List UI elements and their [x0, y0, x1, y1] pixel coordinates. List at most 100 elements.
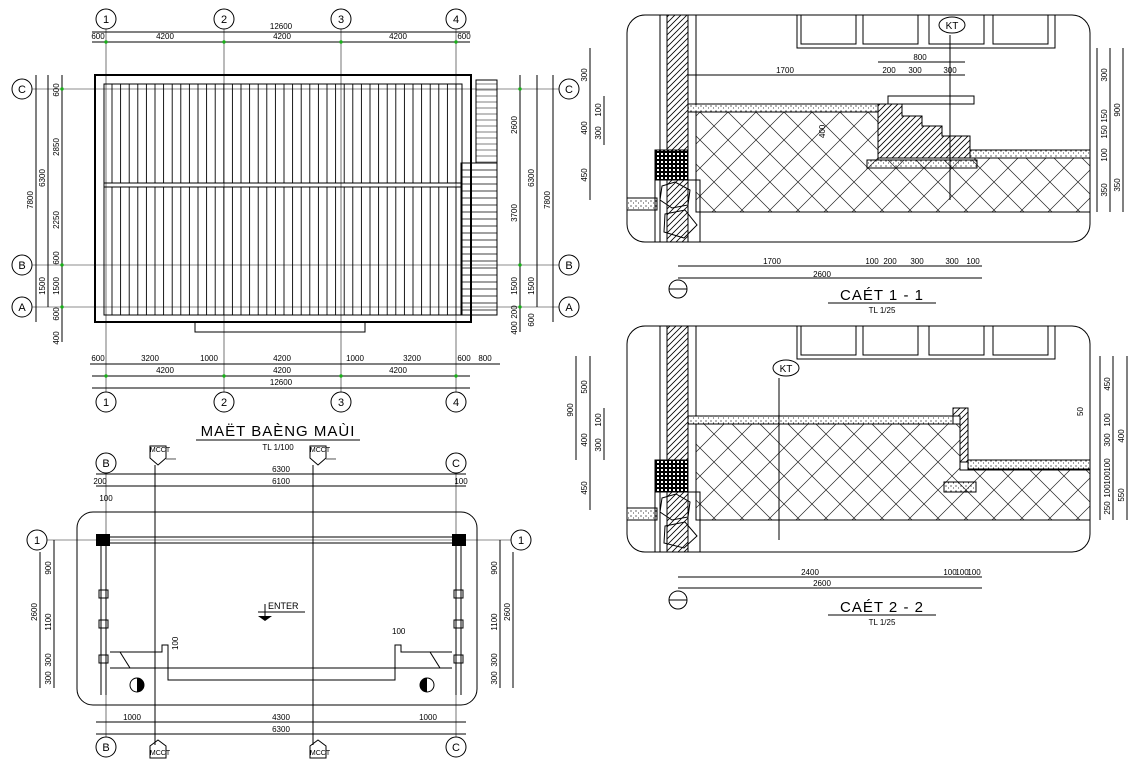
svg-text:1: 1: [103, 14, 109, 26]
svg-text:100: 100: [966, 257, 980, 266]
svg-text:12600: 12600: [270, 378, 293, 387]
svg-text:MCCT: MCCT: [310, 750, 331, 757]
svg-text:A: A: [565, 302, 573, 314]
svg-text:450: 450: [580, 168, 589, 182]
svg-text:2400: 2400: [801, 568, 819, 577]
svg-text:2250: 2250: [52, 211, 61, 229]
grid-bubble-A-right: A: [558, 296, 580, 318]
svg-text:300: 300: [44, 671, 53, 685]
svg-text:2600: 2600: [813, 579, 831, 588]
svg-text:200: 200: [882, 66, 896, 75]
svg-text:900: 900: [44, 561, 53, 575]
roof-gutter: [194, 322, 366, 333]
svg-text:600: 600: [52, 307, 61, 321]
detail-top-dimensions: 6300 6100 200 100 100: [93, 465, 468, 503]
plan-scale: TL 1/100: [262, 443, 294, 452]
svg-text:150: 150: [1100, 125, 1109, 139]
grid-bubble-4-bottom: 4: [445, 391, 467, 413]
section2-scale: TL 1/25: [869, 618, 896, 627]
svg-text:100: 100: [99, 494, 113, 503]
svg-text:6300: 6300: [272, 725, 290, 734]
svg-text:4: 4: [453, 14, 459, 26]
svg-text:450: 450: [1103, 377, 1112, 391]
svg-text:50: 50: [1076, 407, 1085, 416]
section-2-2: KT 50 900 500 100 300 400 450 450 100 30…: [566, 325, 1128, 627]
svg-text:600: 600: [527, 313, 536, 327]
svg-text:MCCT: MCCT: [310, 447, 331, 454]
section1-bottom-dimensions: 1700 100 200 300 300 100 2600: [678, 257, 982, 279]
svg-text:300: 300: [490, 653, 499, 667]
svg-text:600: 600: [52, 83, 61, 97]
grid-bubble-C-left: C: [11, 78, 33, 100]
svg-text:2600: 2600: [813, 270, 831, 279]
svg-text:4200: 4200: [273, 32, 291, 41]
section2-fill: [695, 423, 1091, 521]
svg-text:600: 600: [457, 32, 471, 41]
svg-text:2: 2: [221, 397, 227, 409]
column-right: [452, 534, 466, 546]
grid-bubble-C-right: C: [558, 78, 580, 100]
svg-text:400: 400: [52, 331, 61, 345]
grid-bubble-B-left: B: [11, 254, 33, 276]
svg-text:6300: 6300: [272, 465, 290, 474]
svg-text:100: 100: [967, 568, 981, 577]
svg-text:300: 300: [908, 66, 922, 75]
section1-rubble: [654, 179, 701, 243]
svg-text:100: 100: [1103, 413, 1112, 427]
svg-text:C: C: [18, 84, 26, 96]
section2-kerb: [952, 407, 969, 463]
grid-bubble-3-bottom: 3: [330, 391, 352, 413]
section1-grid-bubble: [668, 279, 688, 299]
svg-text:2850: 2850: [52, 138, 61, 156]
section2-footing: [654, 459, 689, 493]
svg-text:350: 350: [1113, 178, 1122, 192]
svg-text:550: 550: [1117, 488, 1126, 502]
svg-text:300: 300: [594, 126, 603, 140]
svg-text:300: 300: [910, 257, 924, 266]
svg-text:300: 300: [490, 671, 499, 685]
section1-left-dimensions: 300 100 300 400 450: [580, 48, 605, 200]
svg-text:1500: 1500: [52, 277, 61, 295]
grid-bubble-C-detail-top: C: [445, 452, 467, 474]
detail-frame: [76, 511, 478, 706]
svg-text:4: 4: [453, 397, 459, 409]
entrance-step: [110, 644, 452, 681]
railing-posts: [98, 589, 464, 664]
section1-title: CAÉT 1 - 1: [840, 287, 924, 304]
svg-text:250: 250: [1103, 501, 1112, 515]
svg-text:200: 200: [883, 257, 897, 266]
svg-text:C: C: [452, 458, 460, 470]
svg-text:150: 150: [1100, 109, 1109, 123]
svg-text:900: 900: [1113, 103, 1122, 117]
plan-right-dimensions: 2600 3700 1500 200 400 600 6300 7800 150…: [510, 75, 554, 335]
svg-text:6300: 6300: [527, 169, 536, 187]
section1-footing: [654, 149, 689, 181]
svg-text:400: 400: [580, 433, 589, 447]
svg-text:2: 2: [221, 14, 227, 26]
svg-text:4200: 4200: [273, 366, 291, 375]
plan-left-dimensions: 600 2850 2250 600 1500 600 400 6300 7800…: [26, 75, 63, 345]
svg-text:100: 100: [943, 568, 957, 577]
svg-text:100: 100: [594, 103, 603, 117]
svg-text:7800: 7800: [26, 191, 35, 209]
section2-right-dimensions: 450 100 300 400 100 100 100 250 550: [1099, 356, 1128, 520]
svg-text:4200: 4200: [156, 32, 174, 41]
svg-text:400: 400: [1117, 429, 1126, 443]
svg-text:2600: 2600: [503, 603, 512, 621]
svg-text:450: 450: [580, 481, 589, 495]
svg-text:1700: 1700: [763, 257, 781, 266]
section1-scale: TL 1/25: [869, 306, 896, 315]
grid-bubble-A-left: A: [11, 296, 33, 318]
plan-bottom-dimensions: 600 3200 1000 4200 1000 3200 600 800 420…: [90, 354, 500, 389]
grid-bubble-1-detail-right: 1: [510, 529, 532, 551]
drain-left: [129, 677, 145, 693]
svg-text:3200: 3200: [403, 354, 421, 363]
grid-bubble-B-detail-bottom: B: [95, 736, 117, 758]
drain-right: [419, 677, 435, 693]
section1-top-dimensions: 1700 800 200 300 300: [688, 53, 965, 76]
svg-text:1000: 1000: [419, 713, 437, 722]
svg-text:100: 100: [392, 627, 406, 636]
svg-text:1: 1: [103, 397, 109, 409]
svg-text:2600: 2600: [30, 603, 39, 621]
